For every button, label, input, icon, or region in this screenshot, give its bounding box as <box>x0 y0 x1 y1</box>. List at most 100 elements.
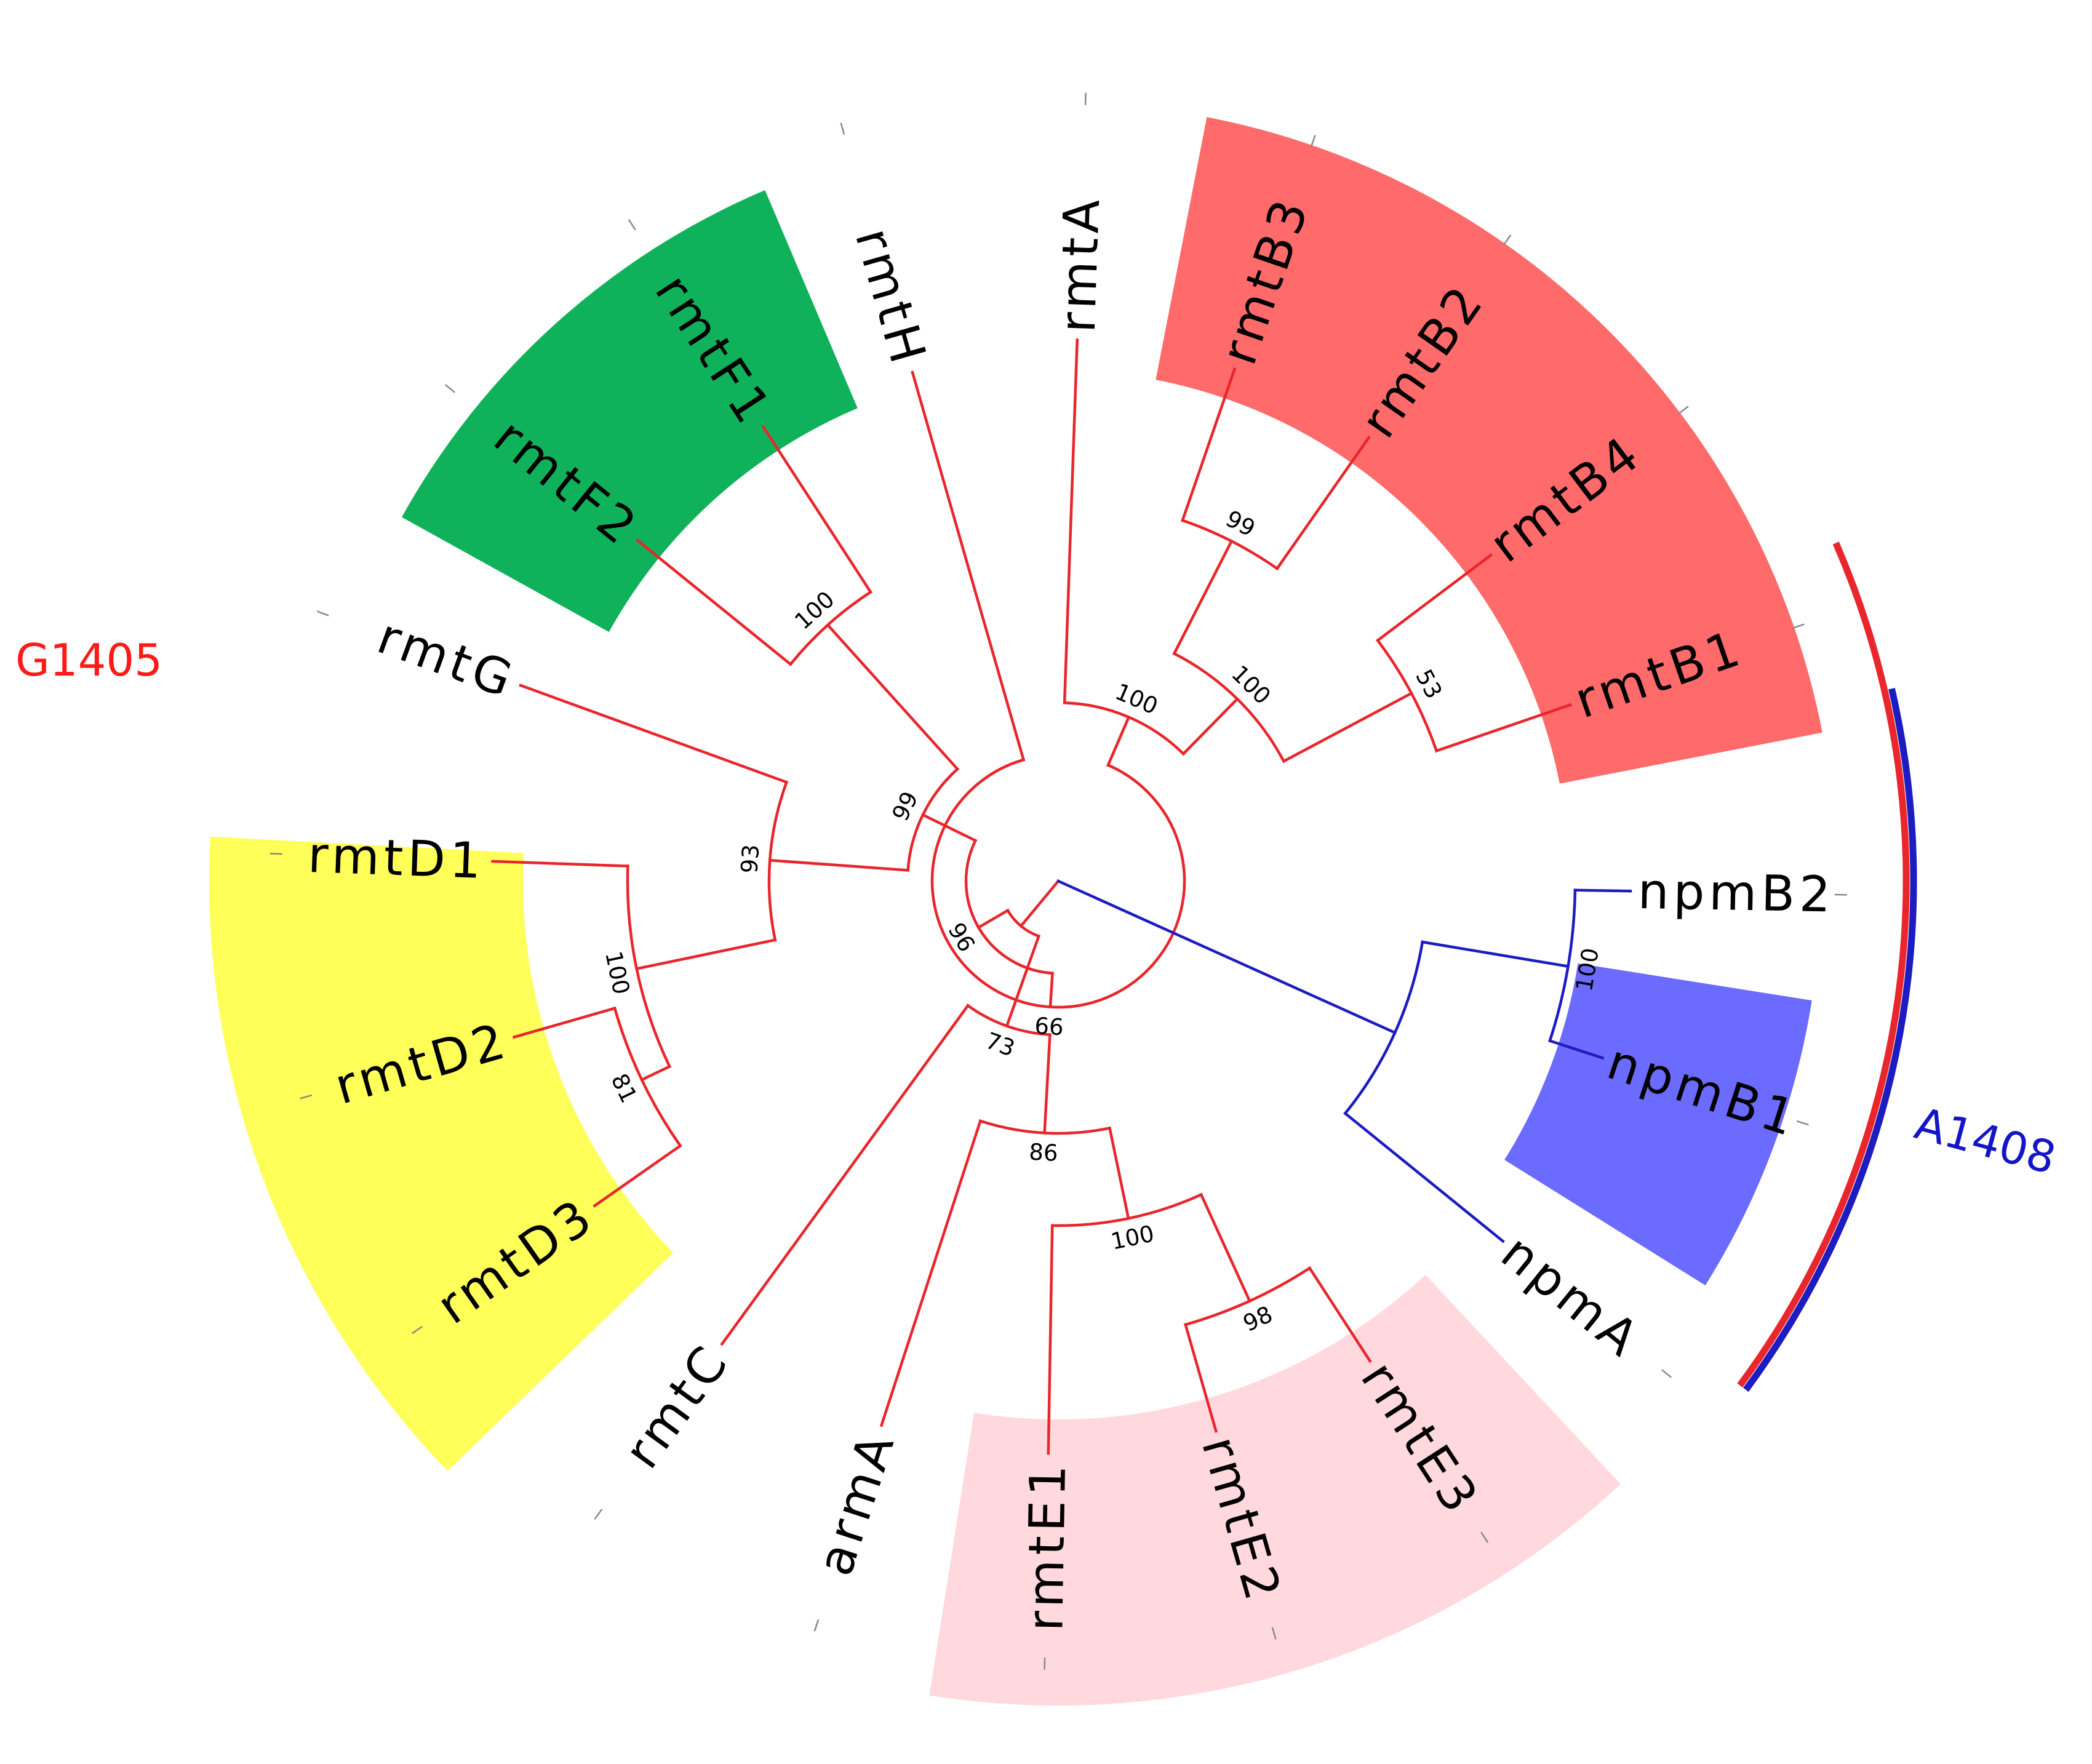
bootstrap-value: 99 <box>1221 505 1259 542</box>
branch-rmtB2 <box>1275 435 1371 571</box>
branch-n73 <box>1005 934 1041 1028</box>
leaf-tick <box>269 853 282 855</box>
branch-n93 <box>768 858 910 872</box>
arc-n99a <box>1181 518 1279 571</box>
arc-nBlue <box>1343 940 1424 1115</box>
clade-band-rmtF <box>401 190 858 633</box>
arc-nNpmB <box>1548 888 1577 1043</box>
arc-n86 <box>978 1119 1112 1135</box>
leaf-tick <box>1084 92 1087 105</box>
clade-band-rmtE <box>929 1274 1621 1706</box>
arc-g1405 <box>1737 541 1910 1387</box>
branch-rmtD2 <box>512 1006 617 1039</box>
branch-rmtE1 <box>1047 1224 1054 1455</box>
arc-a1408 <box>1743 688 1917 1392</box>
branch-n98 <box>1199 1192 1252 1303</box>
branch-n81 <box>640 1064 672 1082</box>
branch-n66 <box>1048 972 1054 1008</box>
leaf-tick <box>1310 135 1316 148</box>
leaf-label: armA <box>806 1424 906 1582</box>
leaf-tick <box>1661 1369 1672 1378</box>
branch-n100b <box>1181 696 1240 756</box>
arc-n53 <box>1375 638 1439 753</box>
branch-rmtD3 <box>593 1144 682 1208</box>
arc-n73 <box>965 1004 1052 1036</box>
leaf-tick-marks <box>269 92 1847 1670</box>
leaf-label: npmA <box>1491 1224 1652 1370</box>
leaf-tick <box>412 1325 423 1335</box>
branch-npmA <box>1343 1111 1505 1243</box>
branch-rmtE2 <box>1183 1323 1218 1433</box>
leaf-label: rmtA <box>1049 194 1111 333</box>
arc-n100b <box>1172 652 1286 764</box>
branch-n100a <box>1106 715 1131 767</box>
bootstrap-value: 86 <box>1028 1139 1058 1167</box>
branch-rmtE3 <box>1307 1266 1372 1363</box>
bootstrap-value: 100 <box>600 949 634 997</box>
arc-n96 <box>964 839 1054 975</box>
bootstrap-value: 98 <box>1239 1301 1277 1337</box>
branch-armA <box>879 1119 983 1427</box>
bootstrap-value: 73 <box>982 1028 1018 1062</box>
branch-rmtG <box>519 684 789 784</box>
bootstrap-value: 66 <box>1034 1013 1064 1041</box>
leaf-label: npmB2 <box>1637 863 1835 924</box>
clade-highlight-bands <box>209 117 1823 1706</box>
branch-rmtB4 <box>1375 553 1493 642</box>
leaf-tick <box>300 1094 313 1100</box>
branch-npmB1 <box>1548 1039 1605 1060</box>
branch-nBlue <box>1056 879 1397 1035</box>
clade-band-npmB <box>1504 963 1812 1286</box>
arc-n81 <box>613 1006 682 1148</box>
leaf-tick <box>444 384 455 393</box>
leaf-label: rmtH <box>844 222 938 373</box>
leaf-label: rmtC <box>613 1333 741 1479</box>
branch-n86 <box>1043 1033 1052 1135</box>
arc-n100f <box>788 590 873 666</box>
clade-band-rmtB <box>1156 117 1823 784</box>
bootstrap-value: 81 <box>606 1069 642 1107</box>
bootstrap-value: 96 <box>943 918 980 956</box>
branch-nRed <box>1019 879 1061 928</box>
branch-rmtA <box>1063 338 1079 704</box>
branch-n100e <box>1108 1126 1130 1220</box>
arc-n66 <box>930 758 1186 1009</box>
branch-rmtD1 <box>491 860 629 868</box>
branch-n100d <box>635 938 777 971</box>
bootstrap-value: 100 <box>789 586 839 634</box>
arc-n100d <box>626 864 672 1069</box>
leaf-tick <box>1792 623 1805 629</box>
leaf-tick <box>316 610 329 617</box>
bootstrap-value: 93 <box>736 844 764 874</box>
leaf-tick <box>1480 1531 1489 1543</box>
bootstrap-value: 99 <box>887 788 924 825</box>
leaf-label: rmtG <box>370 607 524 709</box>
group-label-a1408: A1408 <box>1910 1097 2061 1184</box>
leaf-label: rmtE1 <box>1016 1460 1077 1632</box>
leaf-tick <box>1796 1120 1809 1126</box>
branch-nNpmB <box>1421 940 1570 968</box>
branch-rmtF1 <box>761 425 873 594</box>
tree-branches <box>491 338 1632 1455</box>
arc-n100a <box>1063 701 1186 756</box>
clade-band-rmtD <box>209 836 674 1471</box>
arc-nRed <box>1005 908 1041 938</box>
methylation-site-arcs <box>1737 541 1917 1392</box>
leaf-tick <box>1271 1627 1277 1640</box>
leaf-tick <box>594 1509 603 1520</box>
leaf-tick <box>628 219 636 231</box>
group-label-g1405: G1405 <box>15 634 162 686</box>
branch-n53 <box>1282 691 1413 764</box>
arc-n98 <box>1183 1266 1312 1327</box>
arc-n93 <box>767 780 789 942</box>
leaf-label: rmtD1 <box>307 826 486 890</box>
bootstrap-value: 100 <box>1109 1220 1157 1255</box>
branch-n96 <box>976 908 1010 930</box>
arc-n100e <box>1050 1192 1204 1227</box>
bootstrap-value: 53 <box>1410 665 1447 703</box>
leaf-tick <box>1503 234 1512 245</box>
branch-n100f <box>826 623 960 772</box>
branch-rmtB3 <box>1181 367 1237 522</box>
branch-rmtH <box>911 370 1026 762</box>
